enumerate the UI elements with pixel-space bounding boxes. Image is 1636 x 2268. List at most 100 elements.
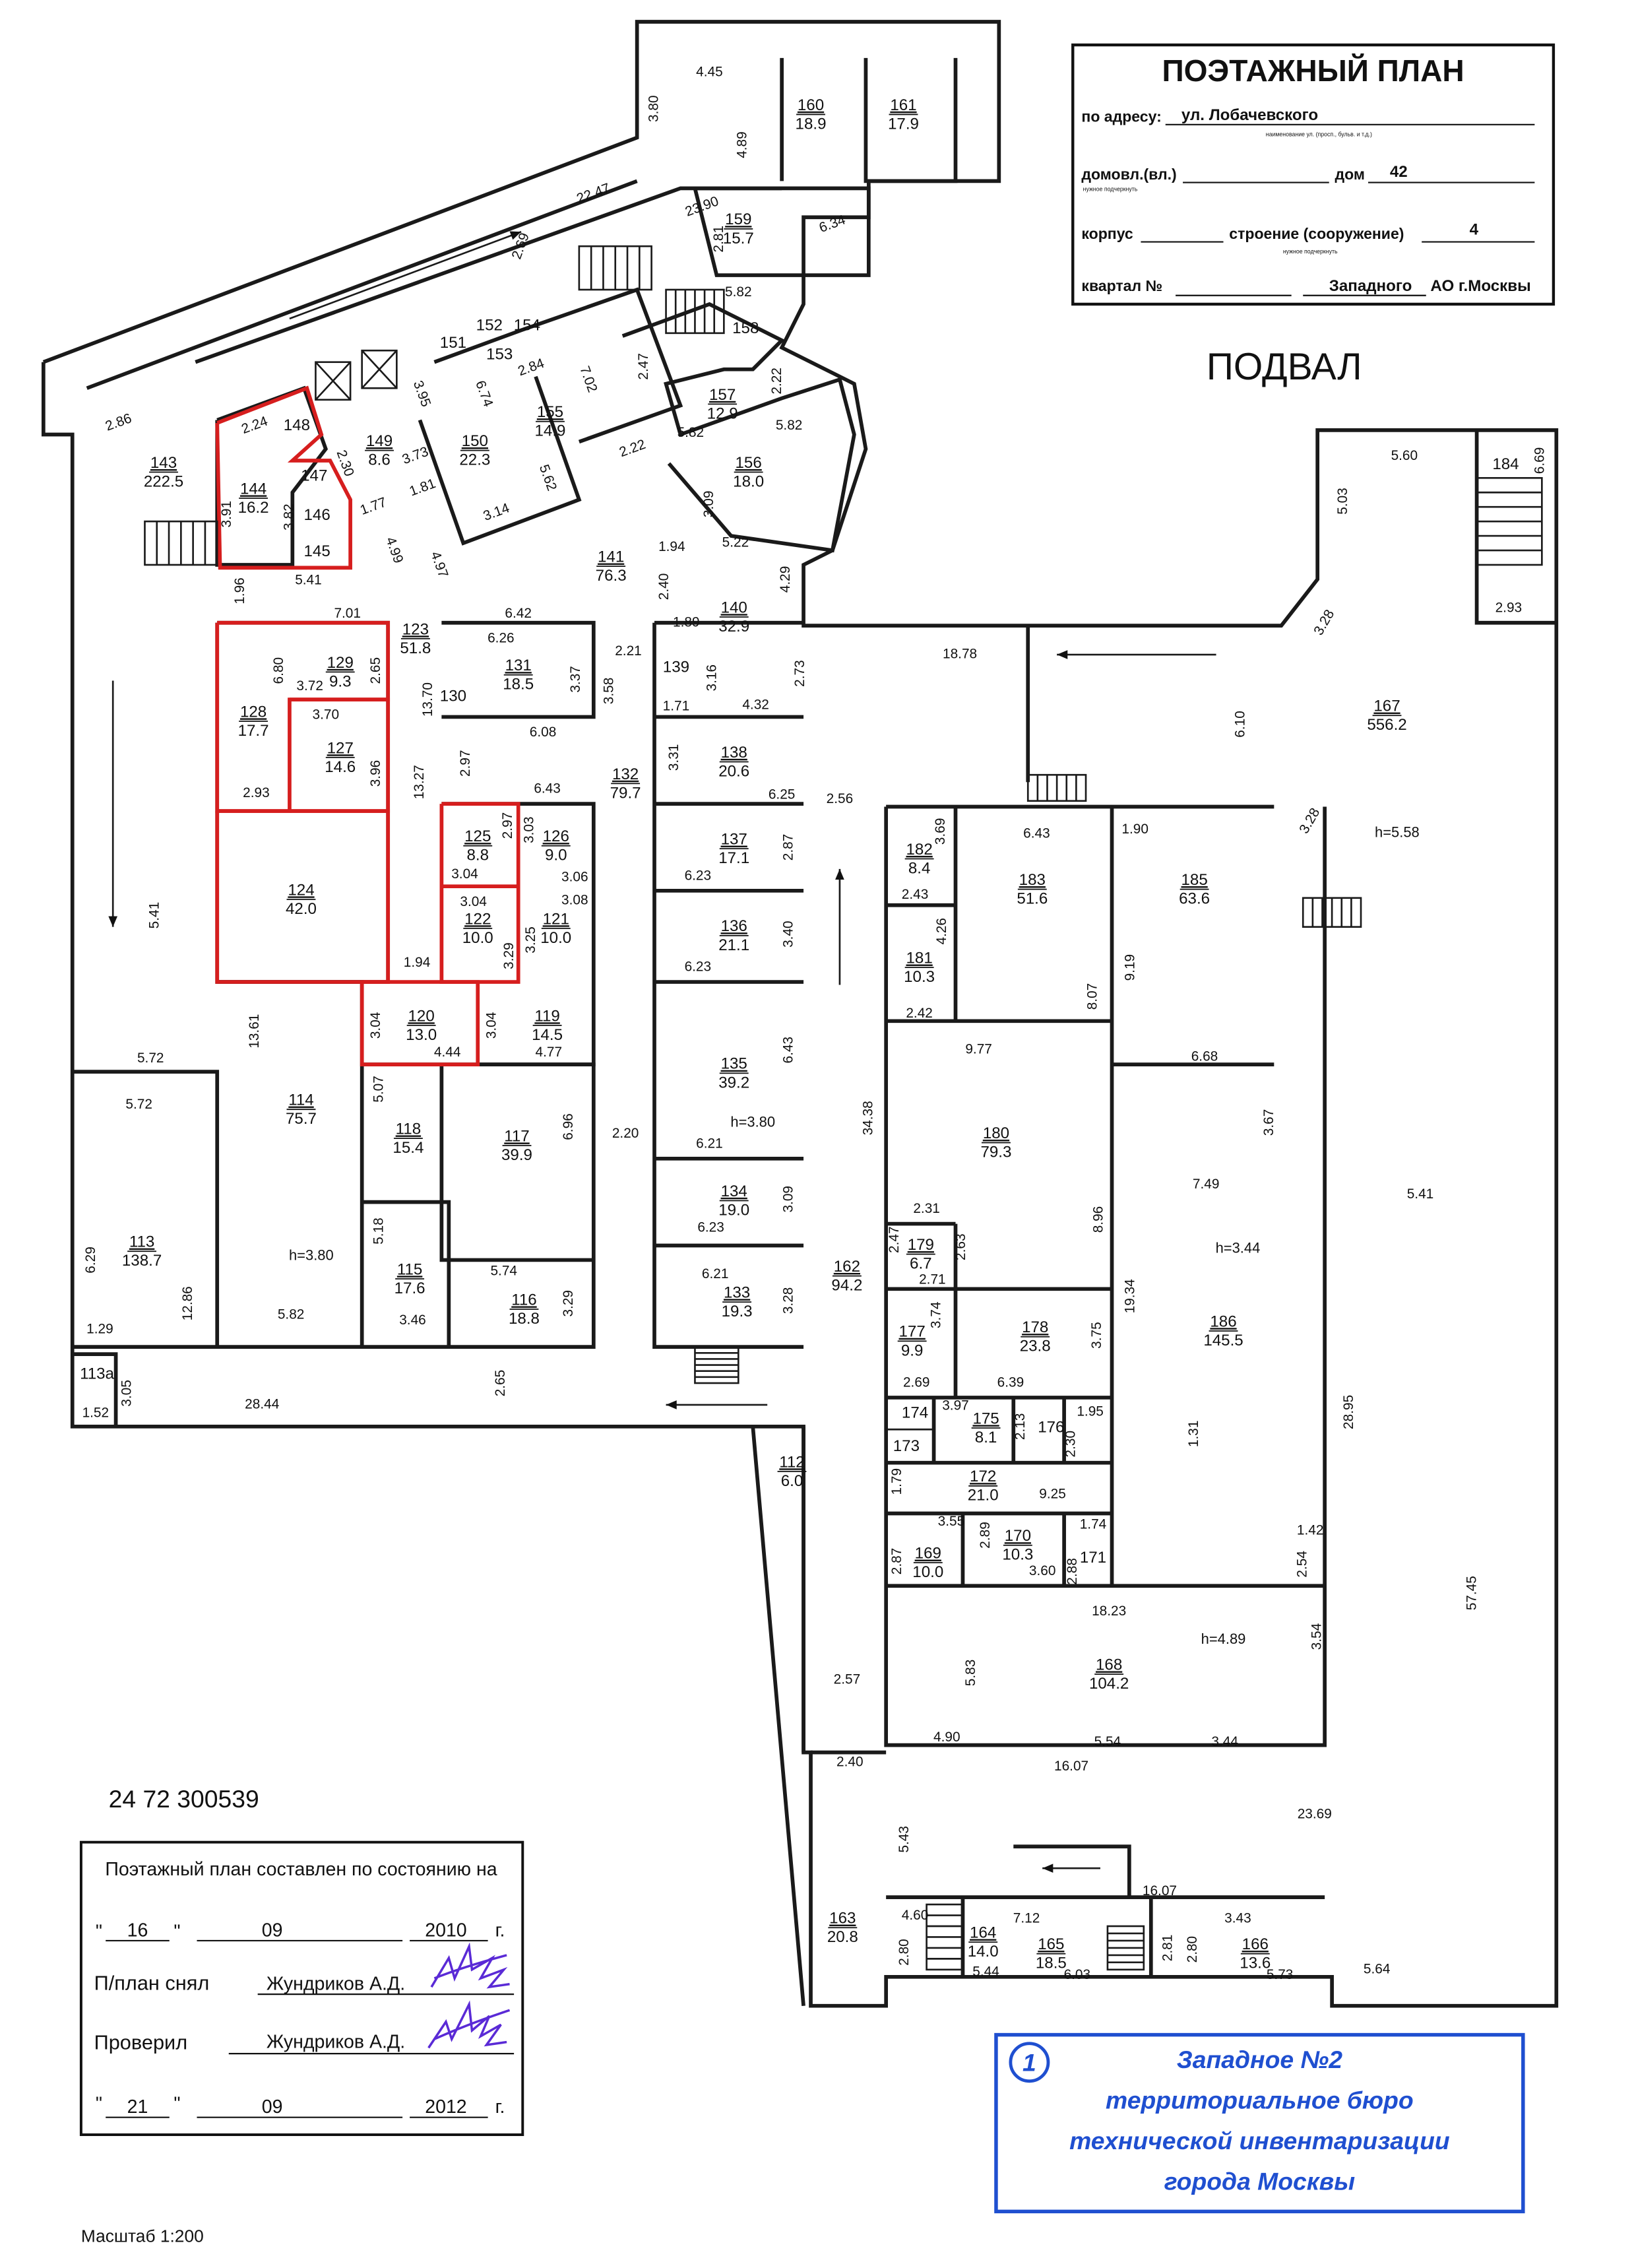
date1-year: 2010: [425, 1920, 466, 1941]
room-number: 145: [304, 542, 330, 560]
dimension-label: 5.83: [963, 1660, 978, 1687]
dimension-label: 1.74: [1080, 1517, 1107, 1532]
dimension-label: 4.45: [696, 64, 723, 79]
dimension-label: 1.42: [1297, 1522, 1324, 1538]
dimension-label: 3.29: [561, 1290, 576, 1317]
wall: [362, 1062, 596, 1349]
room-area: 18.5: [1036, 1955, 1067, 1972]
dimension-label: 3.46: [399, 1312, 426, 1328]
room-area: 10.3: [1002, 1546, 1033, 1564]
dimension-label: 5.44: [972, 1964, 999, 1980]
dimension-label: 5.43: [897, 1826, 912, 1853]
room-area: 10.3: [904, 968, 935, 986]
stairs-icon: [665, 288, 725, 335]
scale-label: Масштаб 1:200: [81, 2226, 204, 2246]
dimension-label: 3.55: [938, 1514, 965, 1529]
room-number: 121: [543, 910, 569, 928]
dimension-label: 3.28: [1296, 806, 1323, 837]
dimension-label: 6.23: [697, 1220, 724, 1235]
dimension-label: 3.09: [781, 1186, 796, 1213]
dimension-label: 5.72: [125, 1097, 152, 1112]
wall: [885, 1428, 935, 1464]
room-area: 51.8: [400, 639, 431, 657]
wall: [441, 620, 596, 719]
stamp-line-1: Западное №2: [1177, 2046, 1342, 2073]
dimension-label: 5.41: [146, 902, 162, 929]
stroenie-label: строение (сооружение): [1229, 225, 1404, 242]
dimension-label: 5.62: [536, 463, 559, 493]
room-area: 6.0: [781, 1472, 803, 1490]
room-area: 23.8: [1020, 1338, 1051, 1355]
room-number: 171: [1080, 1549, 1106, 1567]
dimension-label: 13.61: [247, 1014, 262, 1049]
dimension-label: 2.81: [1160, 1935, 1176, 1962]
arrow-icon: [1042, 1863, 1100, 1873]
room-number: 179: [908, 1236, 934, 1254]
dimension-label: 4.29: [778, 566, 793, 593]
arrow-icon: [835, 868, 844, 985]
room-number: 160: [798, 96, 824, 114]
dimension-label: 22.47: [575, 180, 612, 206]
wall: [362, 1200, 451, 1347]
room-145: 145: [304, 542, 330, 560]
elevator-icon: [315, 361, 352, 401]
room-area: 32.9: [718, 618, 749, 635]
dimension-label: 7.01: [334, 606, 361, 621]
room-number: 161: [890, 96, 916, 114]
room-number: 113а: [80, 1365, 114, 1382]
dimension-label: 5.82: [677, 425, 705, 440]
room-area: 75.7: [286, 1110, 317, 1128]
highlight-outline: [439, 802, 520, 984]
wall: [72, 1352, 118, 1427]
room-number: 172: [970, 1468, 996, 1485]
ceiling-height: h=3.44: [1216, 1239, 1261, 1256]
room-area: 18.8: [509, 1310, 540, 1328]
elevator-icon: [361, 349, 398, 389]
highlighted-rooms: [215, 385, 520, 1067]
dimension-label: 5.82: [278, 1307, 305, 1322]
room-area: 10.0: [912, 1563, 943, 1581]
dimension-label: 5.18: [371, 1217, 387, 1245]
arrow-icon: [666, 1400, 768, 1409]
dimension-label: 1.31: [1186, 1421, 1201, 1448]
room-area: 17.7: [238, 722, 269, 740]
dimension-label: 3.04: [451, 866, 478, 882]
dimension-label: 2.69: [903, 1375, 930, 1390]
room-number: 150: [462, 432, 488, 450]
dimension-label: 6.69: [1532, 447, 1548, 474]
room-area: 13.0: [406, 1026, 437, 1044]
dimension-label: 5.41: [1407, 1186, 1434, 1202]
dimension-label: 6.25: [769, 787, 796, 802]
dimension-label: 2.40: [656, 573, 672, 600]
room-151: 151: [440, 334, 466, 352]
dimension-label: 3.60: [1029, 1563, 1056, 1578]
room-number: 153: [486, 345, 513, 363]
dimension-label: 3.05: [119, 1380, 135, 1407]
room-158: 158: [732, 319, 759, 337]
highlight-outline: [360, 980, 480, 1067]
room-area: 14.6: [325, 758, 356, 776]
dimension-label: 12.86: [180, 1286, 195, 1320]
dimension-label: 3.37: [568, 666, 583, 693]
surveyed-label: П/план снял: [94, 1972, 210, 1995]
room-153: 153: [486, 345, 513, 363]
dimension-label: 4.44: [434, 1045, 461, 1060]
room-area: 14.9: [534, 422, 565, 440]
wall: [41, 362, 753, 1429]
dimension-label: 28.44: [245, 1396, 279, 1411]
room-number: 177: [899, 1323, 926, 1341]
